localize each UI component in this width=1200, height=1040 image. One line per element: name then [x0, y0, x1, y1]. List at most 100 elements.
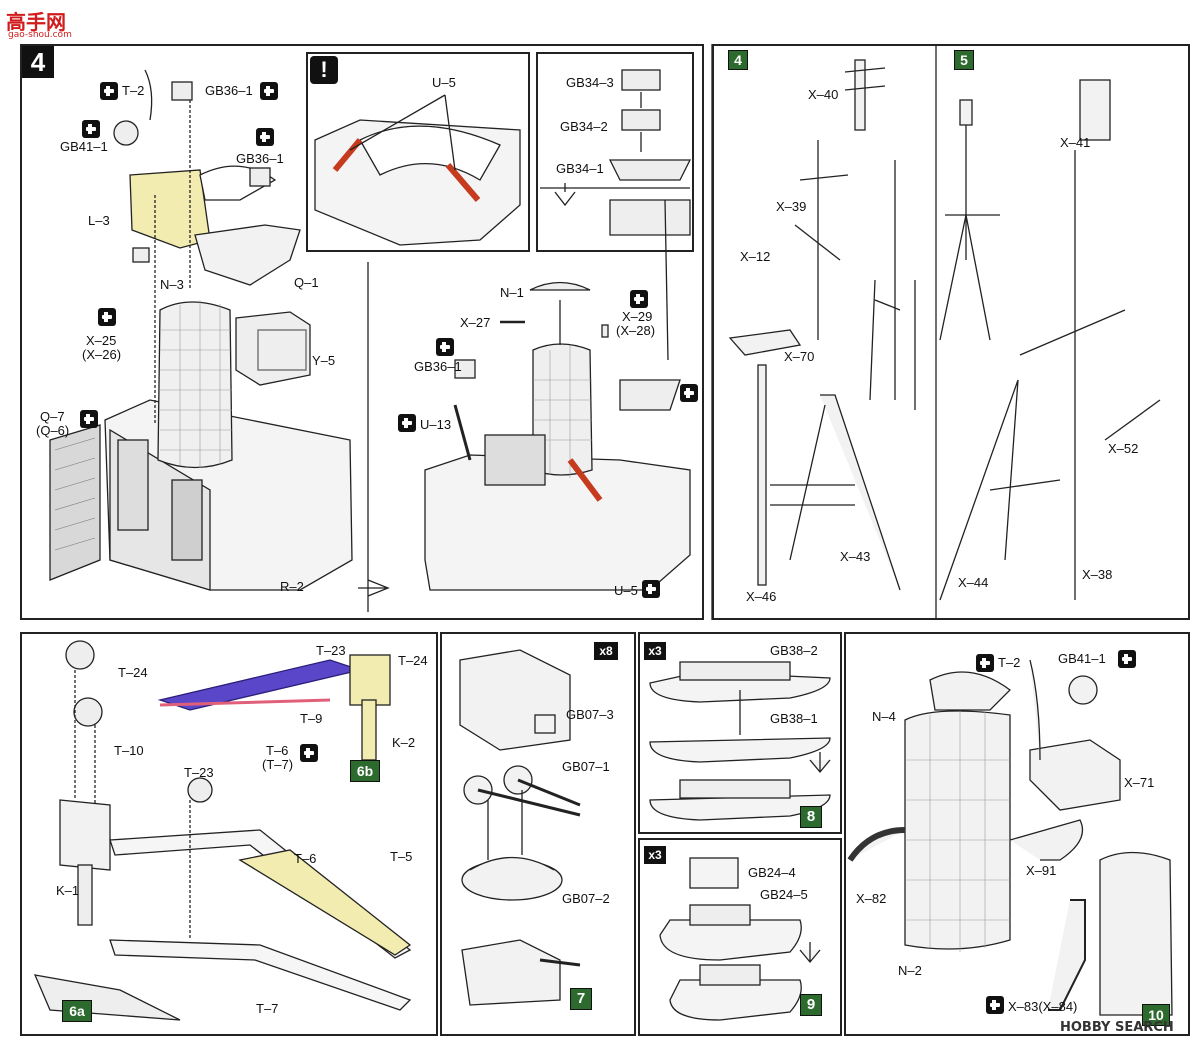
- label-r2: R–2: [280, 579, 304, 594]
- platform-q1: [194, 224, 301, 286]
- label-gb073: GB07–3: [566, 707, 614, 722]
- glue-icon: [436, 338, 454, 356]
- label-t23: T–23: [316, 643, 346, 658]
- step-badge-4b: 4: [728, 50, 748, 70]
- glue-icon: [82, 120, 100, 138]
- label-x28: (X–28): [616, 323, 656, 338]
- glue-icon: [300, 744, 318, 762]
- label-x43: X–43: [840, 549, 871, 564]
- label-u5: U–5: [614, 583, 638, 598]
- label-x46: X–46: [746, 589, 777, 604]
- glue-icon: [100, 82, 118, 100]
- label-x25: X–25: [86, 333, 117, 348]
- site-logo: 高手网: [6, 10, 66, 34]
- qty-badge-x3-9: x3: [644, 846, 666, 864]
- glue-icon: [1118, 650, 1136, 668]
- watermark: HOBBY SEARCH: [1060, 1020, 1174, 1035]
- label-gb341: GB34–1: [556, 161, 604, 176]
- step-badge-10: 10: [1142, 1004, 1170, 1026]
- label-x29: X–29: [622, 309, 653, 324]
- qty-badge-x3-8: x3: [644, 642, 666, 660]
- part-gb341: [608, 159, 692, 181]
- label-n3: N–3: [160, 277, 184, 292]
- glue-icon: [98, 308, 116, 326]
- boat-assembly-8: [649, 661, 831, 821]
- label-y5: Y–5: [312, 353, 336, 368]
- label-gb071: GB07–1: [562, 759, 610, 774]
- label-l3: L–3: [88, 213, 110, 228]
- label-gb381: GB38–1: [770, 711, 818, 726]
- step-badge-9: 9: [800, 994, 822, 1016]
- part-y5: [235, 311, 311, 386]
- boat-assembly-9: [659, 857, 821, 1021]
- qty-badge-x8: x8: [594, 642, 618, 660]
- glue-icon: [630, 290, 648, 308]
- label-k2: K–2: [392, 735, 416, 750]
- label-gb361: GB36–1: [236, 151, 284, 166]
- label-t24: T–24: [118, 665, 148, 680]
- cap-n4: [929, 671, 1011, 711]
- label-t2: T–2: [998, 655, 1021, 670]
- label-t23: T–23: [184, 765, 214, 780]
- label-gb411: GB41–1: [60, 139, 108, 154]
- label-gb245: GB24–5: [760, 887, 808, 902]
- step-badge-6a: 6a: [62, 1000, 92, 1022]
- label-q7: Q–7: [40, 409, 65, 424]
- label-n1: N–1: [500, 285, 524, 300]
- glue-icon: [680, 384, 698, 402]
- label-x91: X–91: [1026, 863, 1057, 878]
- bridge-l3: [129, 169, 211, 249]
- glue-icon: [398, 414, 416, 432]
- label-x71: X–71: [1124, 775, 1155, 790]
- part-gb411: [113, 120, 139, 146]
- label-x41: X–41: [1060, 135, 1091, 150]
- label-x44: X–44: [958, 575, 989, 590]
- label-gb342: GB34–2: [560, 119, 608, 134]
- label-t9: T–9: [300, 711, 323, 726]
- label-x52: X–52: [1108, 441, 1139, 456]
- turret-assembly: [459, 649, 581, 1006]
- step-badge-5: 5: [954, 50, 974, 70]
- funnel-assembly-10: [847, 659, 1173, 1016]
- label-gb411: GB41–1: [1058, 651, 1106, 666]
- label-u13: U–13: [420, 417, 452, 432]
- label-t6: T–6: [294, 851, 317, 866]
- label-t2: T–2: [122, 83, 145, 98]
- label-x12: X–12: [740, 249, 771, 264]
- funnel-n3: [157, 301, 233, 469]
- label-x38: X–38: [1082, 567, 1113, 582]
- label-x83: X–83(X–84): [1008, 999, 1078, 1014]
- label-t5: T–5: [390, 849, 413, 864]
- panel-q7: [49, 424, 101, 581]
- label-x39: X–39: [776, 199, 807, 214]
- glue-icon: [260, 82, 278, 100]
- glue-icon: [976, 654, 994, 672]
- label-gb382: GB38–2: [770, 643, 818, 658]
- glue-icon: [642, 580, 660, 598]
- part-gb361: [171, 81, 193, 101]
- label-t6: T–6: [266, 743, 289, 758]
- label-t24: T–24: [398, 653, 428, 668]
- crane-assembly: [33, 640, 412, 1021]
- label-x70: X–70: [784, 349, 815, 364]
- label-n4: N–4: [872, 709, 896, 724]
- label-gb244: GB24–4: [748, 865, 796, 880]
- part-u5-highlight: [332, 138, 363, 172]
- label-x26: (X–26): [82, 347, 122, 362]
- label-q6: (Q–6): [36, 423, 70, 438]
- label-x82: X–82: [856, 891, 887, 906]
- part-gb342: [621, 109, 661, 131]
- mast-assembly-5: [939, 79, 1161, 601]
- label-gb361: GB36–1: [414, 359, 462, 374]
- label-t7: T–7: [256, 1001, 279, 1016]
- label-u5: U–5: [432, 75, 456, 90]
- step-badge-7: 7: [570, 988, 592, 1010]
- label-x40: X–40: [808, 87, 839, 102]
- label-t10: T–10: [114, 743, 144, 758]
- label-gb072: GB07–2: [562, 891, 610, 906]
- glue-icon: [80, 410, 98, 428]
- step-badge-8: 8: [800, 806, 822, 828]
- part-n1: [529, 281, 591, 291]
- label-t7: (T–7): [262, 757, 294, 772]
